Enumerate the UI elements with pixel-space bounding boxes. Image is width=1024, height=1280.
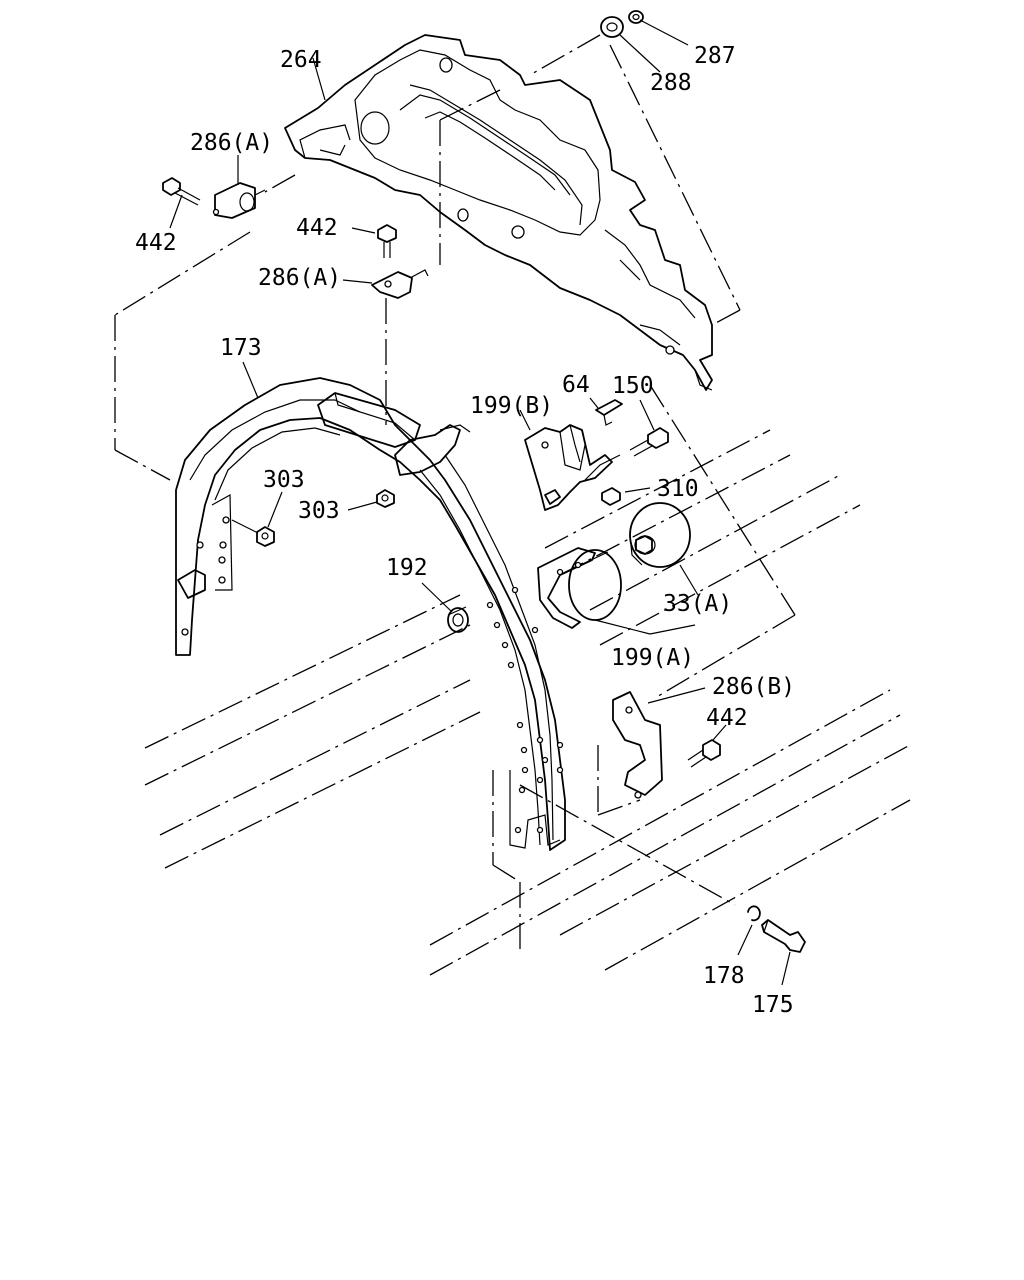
mount-199a: [537, 547, 696, 635]
bracket-286a-top: [212, 155, 266, 219]
callout-288: 288: [650, 70, 692, 96]
callout-264: 264: [280, 47, 322, 73]
tube-frame-173: [175, 361, 566, 851]
callout-199b: 199(B): [470, 393, 553, 419]
callout-178: 178: [703, 963, 745, 989]
nut-303-b: [347, 489, 395, 511]
bracket-286a-mid: [342, 269, 429, 299]
washer-288: [600, 16, 624, 38]
callout-442-mid: 442: [296, 215, 338, 241]
callout-286a-mid: 286(A): [258, 265, 341, 291]
callout-33a: 33(A): [663, 591, 732, 617]
callout-303-a: 303: [263, 467, 305, 493]
bushing-192: [421, 582, 469, 633]
bolt-175: [761, 919, 806, 986]
callout-442-left: 442: [135, 230, 177, 256]
nut-303-a: [256, 491, 283, 547]
bracket-199b: [519, 409, 621, 511]
frame-rails: [144, 429, 911, 976]
callout-287: 287: [694, 43, 736, 69]
bolt-442-mid: [351, 224, 397, 258]
callout-150: 150: [612, 373, 654, 399]
callout-64: 64: [562, 372, 590, 398]
bolt-150: [629, 399, 669, 457]
callout-303-b: 303: [298, 498, 340, 524]
clip-178: [737, 905, 761, 956]
callout-442-right: 442: [706, 705, 748, 731]
callout-192: 192: [386, 555, 428, 581]
callout-199a: 199(A): [611, 645, 694, 671]
insulator-33a: [629, 502, 699, 596]
bolt-442-right: [687, 724, 727, 768]
cover-264: [284, 34, 713, 391]
bolt-442-left: [162, 177, 201, 229]
callout-175: 175: [752, 992, 794, 1018]
callout-173: 173: [220, 335, 262, 361]
nut-287: [628, 10, 644, 24]
nut-310: [601, 487, 651, 506]
callout-310: 310: [657, 476, 699, 502]
clip-64: [589, 397, 623, 426]
callout-labels: 264 287 288 286(A) 442 442 286(A) 173 64…: [135, 43, 795, 1018]
callout-286a-top: 286(A): [190, 130, 273, 156]
callout-286b: 286(B): [712, 674, 795, 700]
bracket-286b: [612, 687, 706, 799]
